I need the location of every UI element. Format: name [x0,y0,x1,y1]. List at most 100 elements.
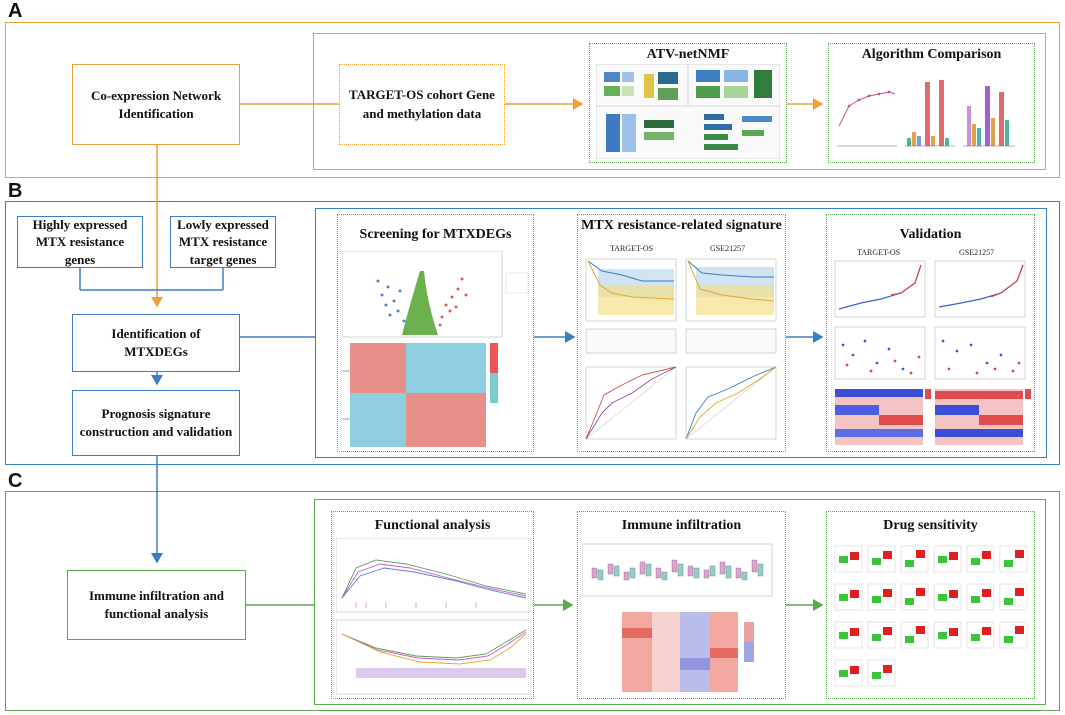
drug-box-low [839,556,848,563]
drug-boxplot-cell [999,621,1028,649]
drug-boxplot-cell [999,583,1028,611]
netnmf-matrix-blocks [604,70,772,152]
drug-box-low [971,596,980,603]
drug-box-low [872,596,881,603]
comparison-plots [837,80,1015,147]
drug-box-low [938,632,947,639]
drug-box-high [982,551,991,559]
drug-box-low [905,636,914,643]
drug-box-low [938,594,947,601]
immune-boxplots-and-heatmap [582,543,773,692]
drug-box-low [839,594,848,601]
section-a-frame [5,22,1060,178]
atv-netnmf-panel: ATV-netNMF [589,43,787,163]
drug-boxplot-cell [966,583,995,611]
survival-status-scatter [834,326,1026,380]
drug-boxplot-cell [900,621,929,649]
drug-boxplot-cell [933,583,962,611]
drug-box-low [872,558,881,565]
km-curves [585,258,777,322]
immune-heatmap [622,612,754,692]
drug-boxplot-cell [834,659,863,687]
validation-title: Validation [899,227,962,242]
atv-netnmf-title: ATV-netNMF [646,47,730,62]
drug-box-high [1015,626,1024,634]
drug-boxplot-cell [933,545,962,573]
drug-box-low [872,672,881,679]
drug-box-high [982,627,991,635]
drug-box-high [850,590,859,598]
high-expressed-genes-box: Highly expressed MTX resistance genes [17,216,143,268]
drug-boxplot-cell [966,545,995,573]
drug-box-low [938,556,947,563]
drug-title: Drug sensitivity [883,518,978,533]
drug-box-high [949,628,958,636]
drug-box-high [982,589,991,597]
signature-title: MTX resistance-related signature [581,218,782,233]
validation-heatmaps [835,389,1031,445]
drug-boxplot-cell [867,659,896,687]
drug-box-low [872,634,881,641]
gsea-plots [336,538,531,695]
validation-panel: Validation TARGET-OS GSE21257 [826,214,1035,452]
functional-analysis-panel: Functional analysis [331,511,534,699]
drug-boxplot-cell [834,545,863,573]
drug-boxplot-grid [834,545,1028,687]
coexpression-network-box: Co-expression Network Identification [72,64,240,145]
drug-boxplot-cell [999,545,1028,573]
drug-boxplot-cell [834,583,863,611]
immune-title: Immune infiltration [621,518,742,533]
drug-box-low [839,632,848,639]
drug-box-high [883,589,892,597]
section-letter-a: A [8,0,23,22]
drug-boxplot-cell [834,621,863,649]
drug-box-high [850,552,859,560]
drug-box-high [916,626,925,634]
signature-cohort-1: TARGET-OS [610,245,653,253]
drug-boxplot-cell [966,621,995,649]
drug-boxplot-cell [867,583,896,611]
roc-curves [585,366,777,440]
drug-box-low [839,670,848,677]
validation-plots: TARGET-OS GSE21257 [834,248,1031,445]
volcano-plot [342,251,529,338]
drug-box-high [850,628,859,636]
section-b-frame [5,201,1060,465]
drug-box-high [916,588,925,596]
deg-heatmap [342,343,498,447]
section-a-inner-frame [313,33,1046,170]
functional-title: Functional analysis [374,518,491,533]
drug-box-low [1004,598,1013,605]
prognosis-signature-box: Prognosis signature construction and val… [72,390,240,456]
drug-boxplot-cell [867,545,896,573]
section-b-inner-frame [315,208,1047,458]
section-letter-c: C [8,470,23,492]
km-and-roc-plots: TARGET-OS GSE21257 [585,245,777,440]
immune-infiltration-panel: Immune infiltration [577,511,786,699]
section-c-frame [5,491,1060,711]
drug-box-low [905,560,914,567]
validation-cohort-1: TARGET-OS [857,248,900,257]
risk-score-curves [834,260,1026,318]
drug-box-high [883,551,892,559]
netnmf-schematic [596,64,780,159]
drug-boxplot-cell [867,621,896,649]
drug-boxplot-cell [900,583,929,611]
low-expressed-genes-box: Lowly expressed MTX resistance target ge… [170,216,276,268]
risk-tables [585,328,777,354]
section-c-inner-frame [314,499,1046,705]
drug-box-high [850,666,859,674]
drug-sensitivity-panel: Drug sensitivity [826,511,1035,699]
volcano-and-heatmap [342,251,529,447]
immune-functional-box: Immune infiltration and functional analy… [67,570,246,640]
screening-mtxdegs-panel: Screening for MTXDEGs [337,214,534,452]
drug-box-high [883,627,892,635]
drug-box-low [905,598,914,605]
drug-box-low [1004,560,1013,567]
drug-box-low [1004,636,1013,643]
drug-box-high [1015,550,1024,558]
drug-boxplot-cell [900,545,929,573]
drug-boxplot-cell [933,621,962,649]
drug-box-high [916,550,925,558]
